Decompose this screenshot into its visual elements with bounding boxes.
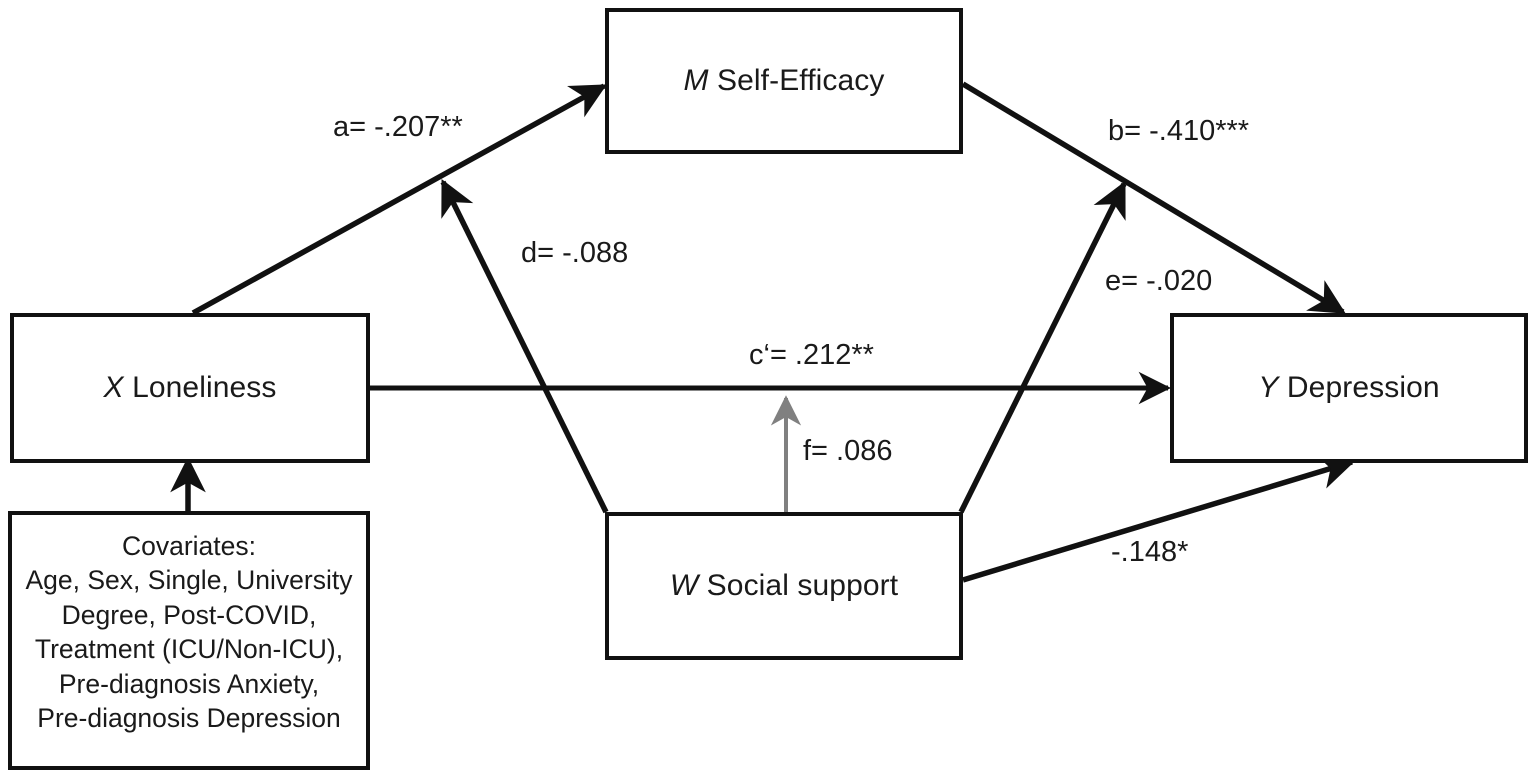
- node-text-m: Self-Efficacy: [717, 63, 885, 97]
- node-text-x: Loneliness: [132, 370, 277, 404]
- edge-label-d: d= -.088: [521, 237, 629, 269]
- node-spacer-w: [698, 569, 706, 602]
- node-text-y: Depression: [1286, 370, 1440, 404]
- node-box-outcome[interactable]: Y Depression: [1170, 313, 1528, 463]
- edge-label-b: b= -.410***: [1108, 115, 1250, 147]
- node-box-moderator[interactable]: W Social support: [605, 512, 963, 660]
- node-label-mediator: M Self-Efficacy: [683, 64, 884, 99]
- node-symbol-m: M: [683, 63, 709, 97]
- node-spacer-x: [124, 371, 132, 404]
- node-symbol-x: X: [103, 370, 124, 404]
- node-spacer-y: [1278, 371, 1286, 404]
- path-arrow-e: [958, 181, 1127, 514]
- path-arrow-w-to-y: [962, 454, 1356, 583]
- edge-label-e: e= -.020: [1105, 265, 1213, 297]
- node-label-moderator: W Social support: [670, 569, 898, 604]
- node-box-mediator[interactable]: M Self-Efficacy: [605, 8, 963, 154]
- edge-label-a: a= -.207**: [333, 111, 463, 143]
- path-arrow-d: [440, 179, 609, 514]
- node-spacer-m: [709, 64, 717, 97]
- node-text-w: Social support: [706, 568, 899, 602]
- covariates-text: Covariates: Age, Sex, Single, University…: [25, 531, 353, 734]
- edge-label-f: f= .086: [803, 435, 893, 467]
- path-arrow-b: [961, 81, 1346, 315]
- node-symbol-y: Y: [1258, 370, 1279, 404]
- edge-label-w-to-y: -.148*: [1111, 536, 1189, 568]
- path-arrow-a: [191, 83, 607, 316]
- node-label-predictor: X Loneliness: [104, 371, 277, 406]
- node-box-covariates[interactable]: Covariates: Age, Sex, Single, University…: [8, 511, 370, 770]
- edge-label-c-prime: c‘= .212**: [749, 339, 874, 371]
- node-symbol-w: W: [669, 568, 699, 602]
- node-box-predictor[interactable]: X Loneliness: [10, 313, 370, 463]
- node-label-outcome: Y Depression: [1258, 371, 1439, 406]
